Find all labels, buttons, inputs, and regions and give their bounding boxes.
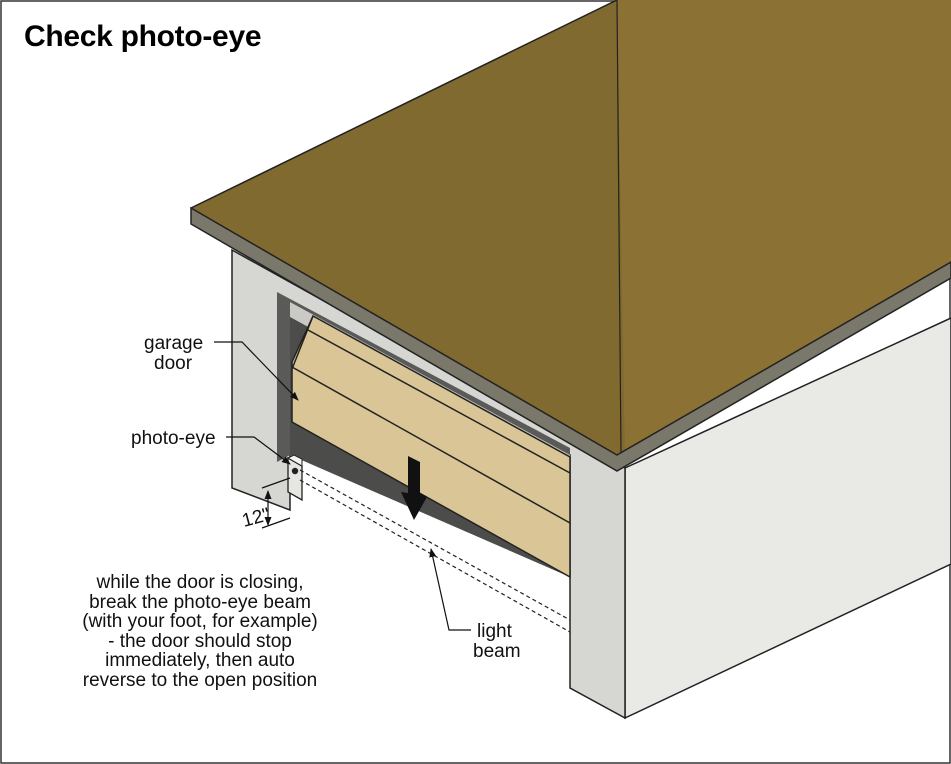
roof bbox=[190, 0, 951, 472]
photo-eye-label: photo-eye bbox=[131, 428, 216, 449]
instruction-line: while the door is closing, bbox=[96, 572, 304, 593]
instruction-line: break the photo-eye beam bbox=[89, 591, 311, 613]
photo-eye-sensor bbox=[286, 454, 303, 502]
light-beam-leader bbox=[429, 548, 471, 631]
garage-door-leader bbox=[214, 341, 299, 401]
light-beam-label-line2: beam bbox=[473, 641, 521, 662]
instruction-text: while the door is closing, break the pho… bbox=[40, 573, 360, 690]
door-opening bbox=[277, 292, 570, 462]
garage-door-label-line2: door bbox=[154, 353, 193, 374]
instruction-line: reverse to the open position bbox=[82, 669, 318, 691]
garage-door-panel bbox=[291, 314, 571, 579]
instruction-line: immediately, then auto bbox=[105, 650, 295, 671]
instruction-line: - the door should stop bbox=[108, 630, 292, 652]
roof-eave bbox=[190, 206, 951, 472]
closing-arrow-icon bbox=[401, 456, 427, 520]
height-label: 12" bbox=[240, 504, 272, 532]
light-beam-label-line1: light bbox=[477, 621, 513, 642]
height-dimension bbox=[261, 477, 291, 529]
page-title: Check photo-eye bbox=[24, 20, 262, 53]
photo-eye-leader bbox=[226, 436, 291, 465]
instruction-line: (with your foot, for example) bbox=[82, 611, 318, 632]
garage-door-label-line1: garage bbox=[144, 333, 203, 354]
